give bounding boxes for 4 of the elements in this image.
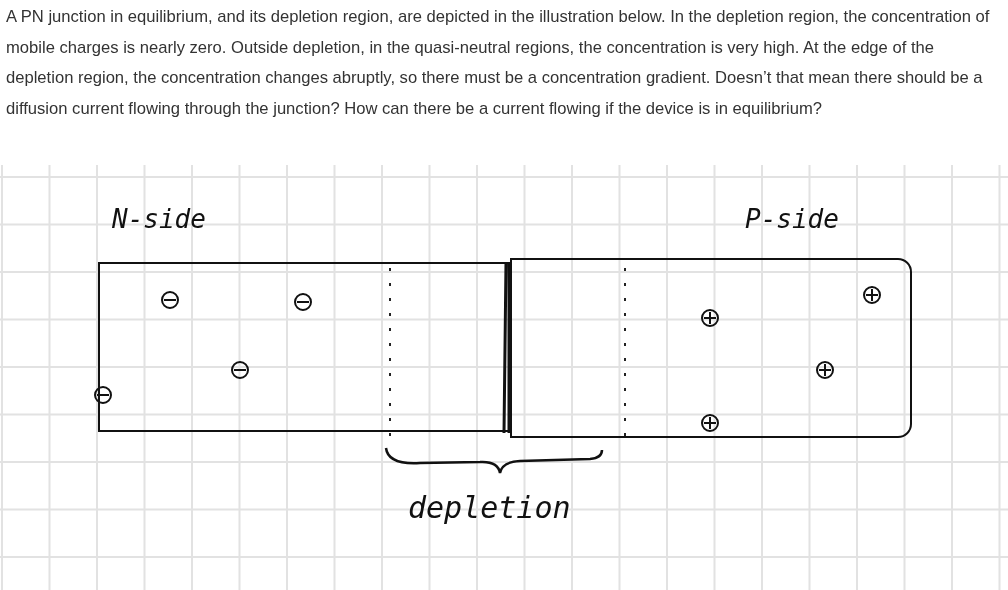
depletion-label: depletion xyxy=(408,490,571,525)
question-paragraph: A PN junction in equilibrium, and its depletion region, are depicted in the illustration below. In the depletion region, the concentration of mobile charges is nearly zero. Outside depletion, in the quasi-neutral regions, the concentration is very high. At the edge of the depletion region, the concentration changes abruptly, so there must be a concentration gradient. Doesn’t that mean there should be a diffusion current flowing through the junction? How can there be a current flowing if the device is in equilibrium? xyxy=(6,6,991,120)
region-label: N-side xyxy=(112,204,206,234)
region-label: P-side xyxy=(745,204,839,234)
